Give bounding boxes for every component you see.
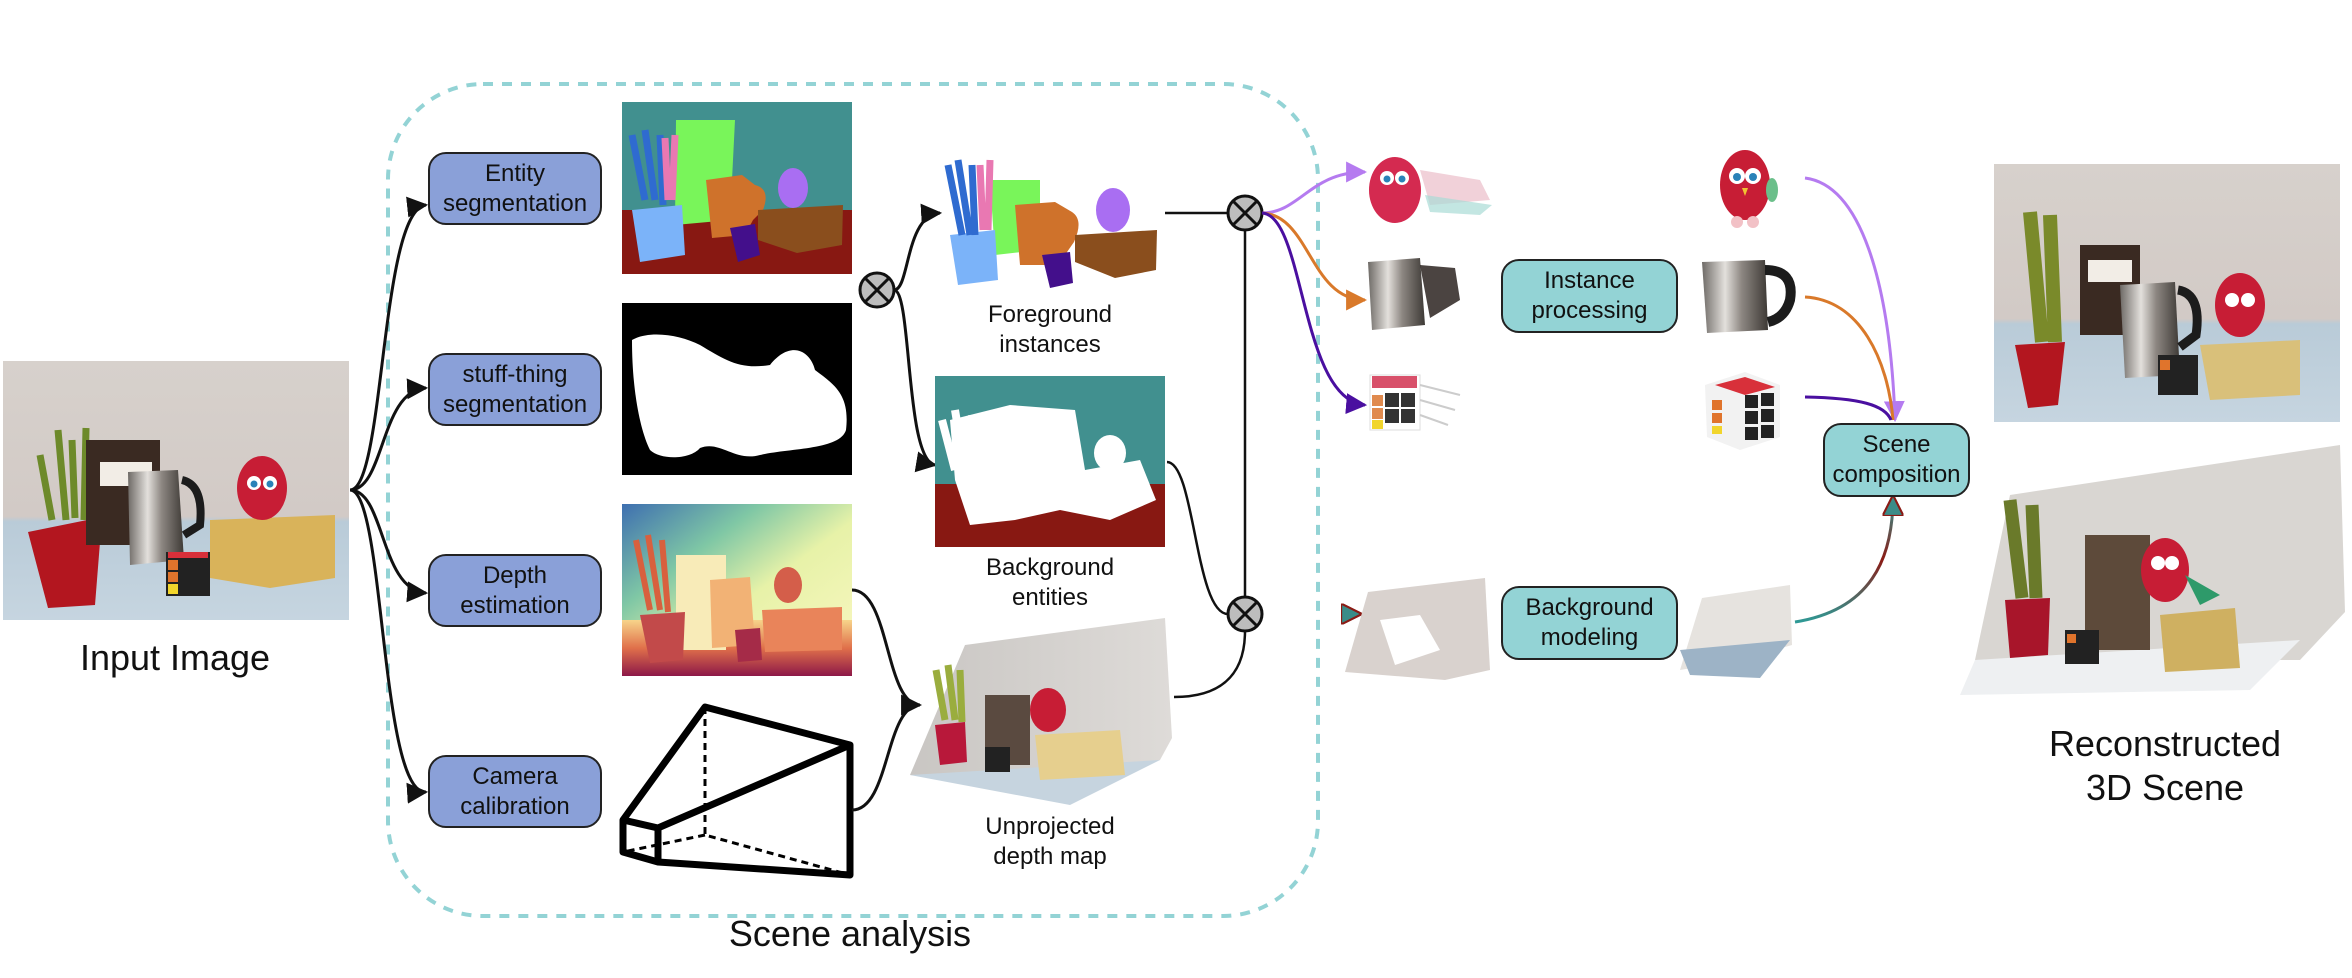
step-entity-segmentation: Entity segmentation	[428, 152, 602, 225]
reconstructed-render-3d	[1960, 445, 2345, 695]
arrow-camera-to-unprojected	[851, 703, 921, 812]
seg-cube	[730, 224, 760, 262]
stuff-thing-mask	[622, 303, 852, 475]
step-label-line2: modeling	[1540, 624, 1639, 651]
step-background-modeling: Background modeling	[1501, 586, 1678, 660]
arrow-to-cube	[1261, 211, 1368, 414]
foreground-instances-image	[944, 159, 1157, 288]
depth-camera-merge-arrows	[851, 588, 923, 812]
arrow-background-to-composition	[1794, 497, 1893, 624]
arrow-to-parrot	[1261, 161, 1368, 215]
background-entities-image	[935, 376, 1165, 547]
kettle-pointcloud	[1368, 258, 1460, 330]
step-depth-estimation: Depth estimation	[428, 554, 602, 627]
entity-segmentation-map	[622, 102, 852, 274]
step-label-line1: Instance	[1544, 267, 1635, 294]
scene-analysis-group-border	[386, 82, 1320, 918]
seg-parrot	[778, 168, 808, 208]
arrow-to-stuff-thing	[349, 378, 429, 492]
rubiks-cube-mesh	[1705, 372, 1780, 450]
background-mesh	[1680, 585, 1792, 678]
input-image-label: Input Image	[79, 637, 271, 678]
caption-line2: 3D Scene	[2085, 767, 2245, 808]
arrow-to-background	[893, 288, 938, 473]
arrow-to-entity-seg	[349, 196, 429, 492]
input-fanout-arrows	[349, 196, 429, 804]
instance-split-arrows	[1261, 161, 1368, 614]
parrot-mesh	[1720, 150, 1778, 228]
step-label-line1: Entity	[484, 159, 546, 187]
background-entities-label: Background entities	[940, 553, 1160, 613]
combine-node-segmentation	[858, 271, 896, 309]
arrow-kettle-to-composition	[1804, 295, 1895, 421]
seg-leaves-blue	[628, 129, 667, 206]
arrow-depth-to-unprojected	[851, 588, 923, 716]
wooden-box	[210, 515, 335, 588]
kettle-mesh	[1702, 260, 1796, 333]
step-camera-calibration: Camera calibration	[428, 755, 602, 828]
background-pointcloud	[1345, 578, 1490, 680]
step-label-line1: Background	[1525, 594, 1654, 621]
seg-kettle	[706, 175, 766, 238]
unprojected-depth-map-image	[910, 618, 1172, 805]
arrow-to-kettle	[1261, 211, 1368, 311]
combine-node-foreground	[1226, 194, 1264, 232]
cube-pointcloud	[1369, 374, 1461, 431]
step-label-line1: Scene	[1862, 431, 1931, 458]
step-label-line1: stuff-thing	[462, 360, 568, 388]
kettle-shape	[128, 470, 184, 565]
composition-input-arrows	[1794, 176, 1905, 624]
step-label-line2: composition	[1832, 461, 1961, 488]
pot-shape	[28, 517, 102, 608]
reconstructed-render-front	[1994, 164, 2340, 422]
scene-analysis-label: Scene analysis	[728, 913, 972, 954]
arrow-cube-to-composition	[1804, 395, 1893, 421]
step-label-line1: Depth	[482, 561, 548, 589]
plant-leaves	[36, 427, 90, 521]
seg-box	[758, 205, 843, 253]
step-label-line2: segmentation	[442, 390, 588, 418]
instance-combine-lines	[1165, 211, 1247, 699]
caption-line2: instances	[999, 331, 1101, 358]
rubiks-cube-photo	[166, 552, 210, 596]
caption-line1: Unprojected	[985, 813, 1115, 840]
arrow-parrot-to-composition	[1804, 176, 1905, 423]
step-label-line2: estimation	[460, 591, 570, 619]
caption-line1: Background	[985, 554, 1115, 581]
arrow-to-depth	[349, 488, 429, 603]
step-instance-processing: Instance processing	[1501, 259, 1678, 333]
combine-node-background	[1226, 595, 1264, 633]
seg-pot	[632, 205, 685, 262]
unprojected-depth-map-label: Unprojected depth map	[940, 812, 1160, 872]
step-stuff-thing-segmentation: stuff-thing segmentation	[428, 353, 602, 426]
segmentation-split-arrows	[893, 203, 943, 473]
step-label-line2: processing	[1531, 297, 1648, 324]
input-image	[3, 361, 349, 620]
arrow-to-foreground	[893, 203, 943, 292]
step-scene-composition: Scene composition	[1823, 423, 1970, 497]
caption-line2: depth map	[993, 843, 1107, 870]
caption-line2: entities	[1011, 584, 1089, 611]
seg-leaves-pink	[661, 134, 679, 201]
arrow-to-camera	[349, 488, 429, 804]
step-label-line2: calibration	[460, 792, 570, 820]
step-label-line2: segmentation	[442, 189, 588, 217]
caption-line1: Foreground	[987, 301, 1113, 328]
caption-line1: Reconstructed	[2048, 723, 2282, 764]
step-label-line1: Camera	[472, 762, 558, 790]
reconstructed-scene-label: Reconstructed 3D Scene	[1990, 722, 2340, 810]
foreground-instances-label: Foreground instances	[940, 300, 1160, 360]
camera-frustum-icon	[619, 703, 854, 879]
parrot-pointcloud	[1369, 157, 1492, 223]
depth-map	[622, 504, 852, 676]
parrot-plush	[237, 456, 287, 520]
